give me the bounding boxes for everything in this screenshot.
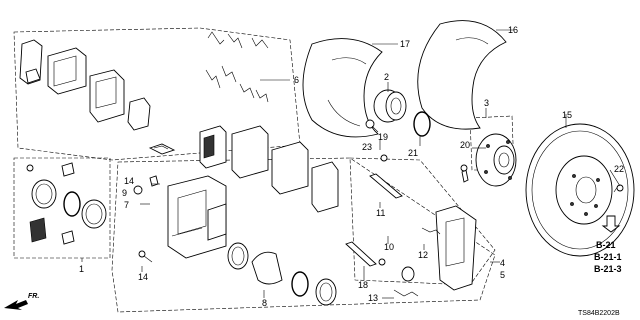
brake-pad-group-outline <box>13 27 301 161</box>
callout-23: 23 <box>362 142 372 152</box>
front-hub <box>475 133 517 187</box>
callout-12: 12 <box>418 250 428 260</box>
brake-pad-inner <box>47 47 87 95</box>
leader-lines <box>81 29 621 299</box>
callout-18: 18 <box>358 280 368 290</box>
caliper-group-outline <box>111 157 496 313</box>
callout-16: 16 <box>508 25 518 35</box>
reference-b-21: B-21 <box>596 240 616 250</box>
snap-ring <box>413 111 431 137</box>
callout-1: 1 <box>79 264 84 274</box>
callout-22: 22 <box>614 164 624 174</box>
callout-14-lower: 14 <box>138 272 148 282</box>
diagram-code: TS84B2202B <box>578 310 620 317</box>
brake-pad-set-center <box>199 125 339 213</box>
callout-9: 9 <box>122 188 127 198</box>
front-arrow-icon <box>4 300 28 310</box>
disc-screw <box>613 184 624 193</box>
bleeder-screw <box>149 175 159 187</box>
front-label: FR. <box>28 293 39 300</box>
callout-3: 3 <box>484 98 489 108</box>
callout-11: 11 <box>376 208 385 218</box>
bleeder-cap <box>133 185 143 195</box>
callout-8: 8 <box>262 298 267 308</box>
reference-b-21-3: B-21-3 <box>594 264 622 274</box>
caliper-seal-group-outline <box>13 157 111 259</box>
caliper-piston-parts <box>227 242 337 306</box>
splash-guard-16 <box>417 20 507 130</box>
callout-2: 2 <box>384 72 389 82</box>
callout-10: 10 <box>384 242 394 252</box>
splash-guard-bolt <box>365 119 379 133</box>
brake-pad-outer <box>89 69 125 123</box>
callout-4: 4 <box>500 258 505 268</box>
pad-shim-upper <box>19 39 43 85</box>
pad-clips <box>393 227 441 297</box>
callout-7: 7 <box>124 200 129 210</box>
callout-13: 13 <box>368 293 378 303</box>
callout-17: 17 <box>400 39 410 49</box>
callout-21: 21 <box>408 148 418 158</box>
callout-19: 19 <box>378 132 388 142</box>
wheel-stud <box>460 164 469 183</box>
caliper-seal-kit <box>26 162 107 245</box>
slide-pin-upper <box>369 154 403 199</box>
pad-retainer-springs <box>205 31 269 103</box>
callout-14-upper: 14 <box>124 176 134 186</box>
caliper-mounting-bolt <box>138 250 153 263</box>
reference-b-21-1: B-21-1 <box>594 252 622 262</box>
pad-wear-clip <box>148 143 176 155</box>
callout-20: 20 <box>460 140 470 150</box>
hub-bearing <box>373 89 407 123</box>
pad-shim-small <box>127 97 151 131</box>
boot <box>401 266 415 282</box>
callout-6: 6 <box>294 75 299 85</box>
reference-arrow-icon <box>601 215 621 233</box>
callout-15: 15 <box>562 110 572 120</box>
caliper-body <box>167 175 227 259</box>
caliper-bracket <box>435 205 477 291</box>
slide-pin-lower <box>345 241 386 267</box>
callout-5: 5 <box>500 270 505 280</box>
